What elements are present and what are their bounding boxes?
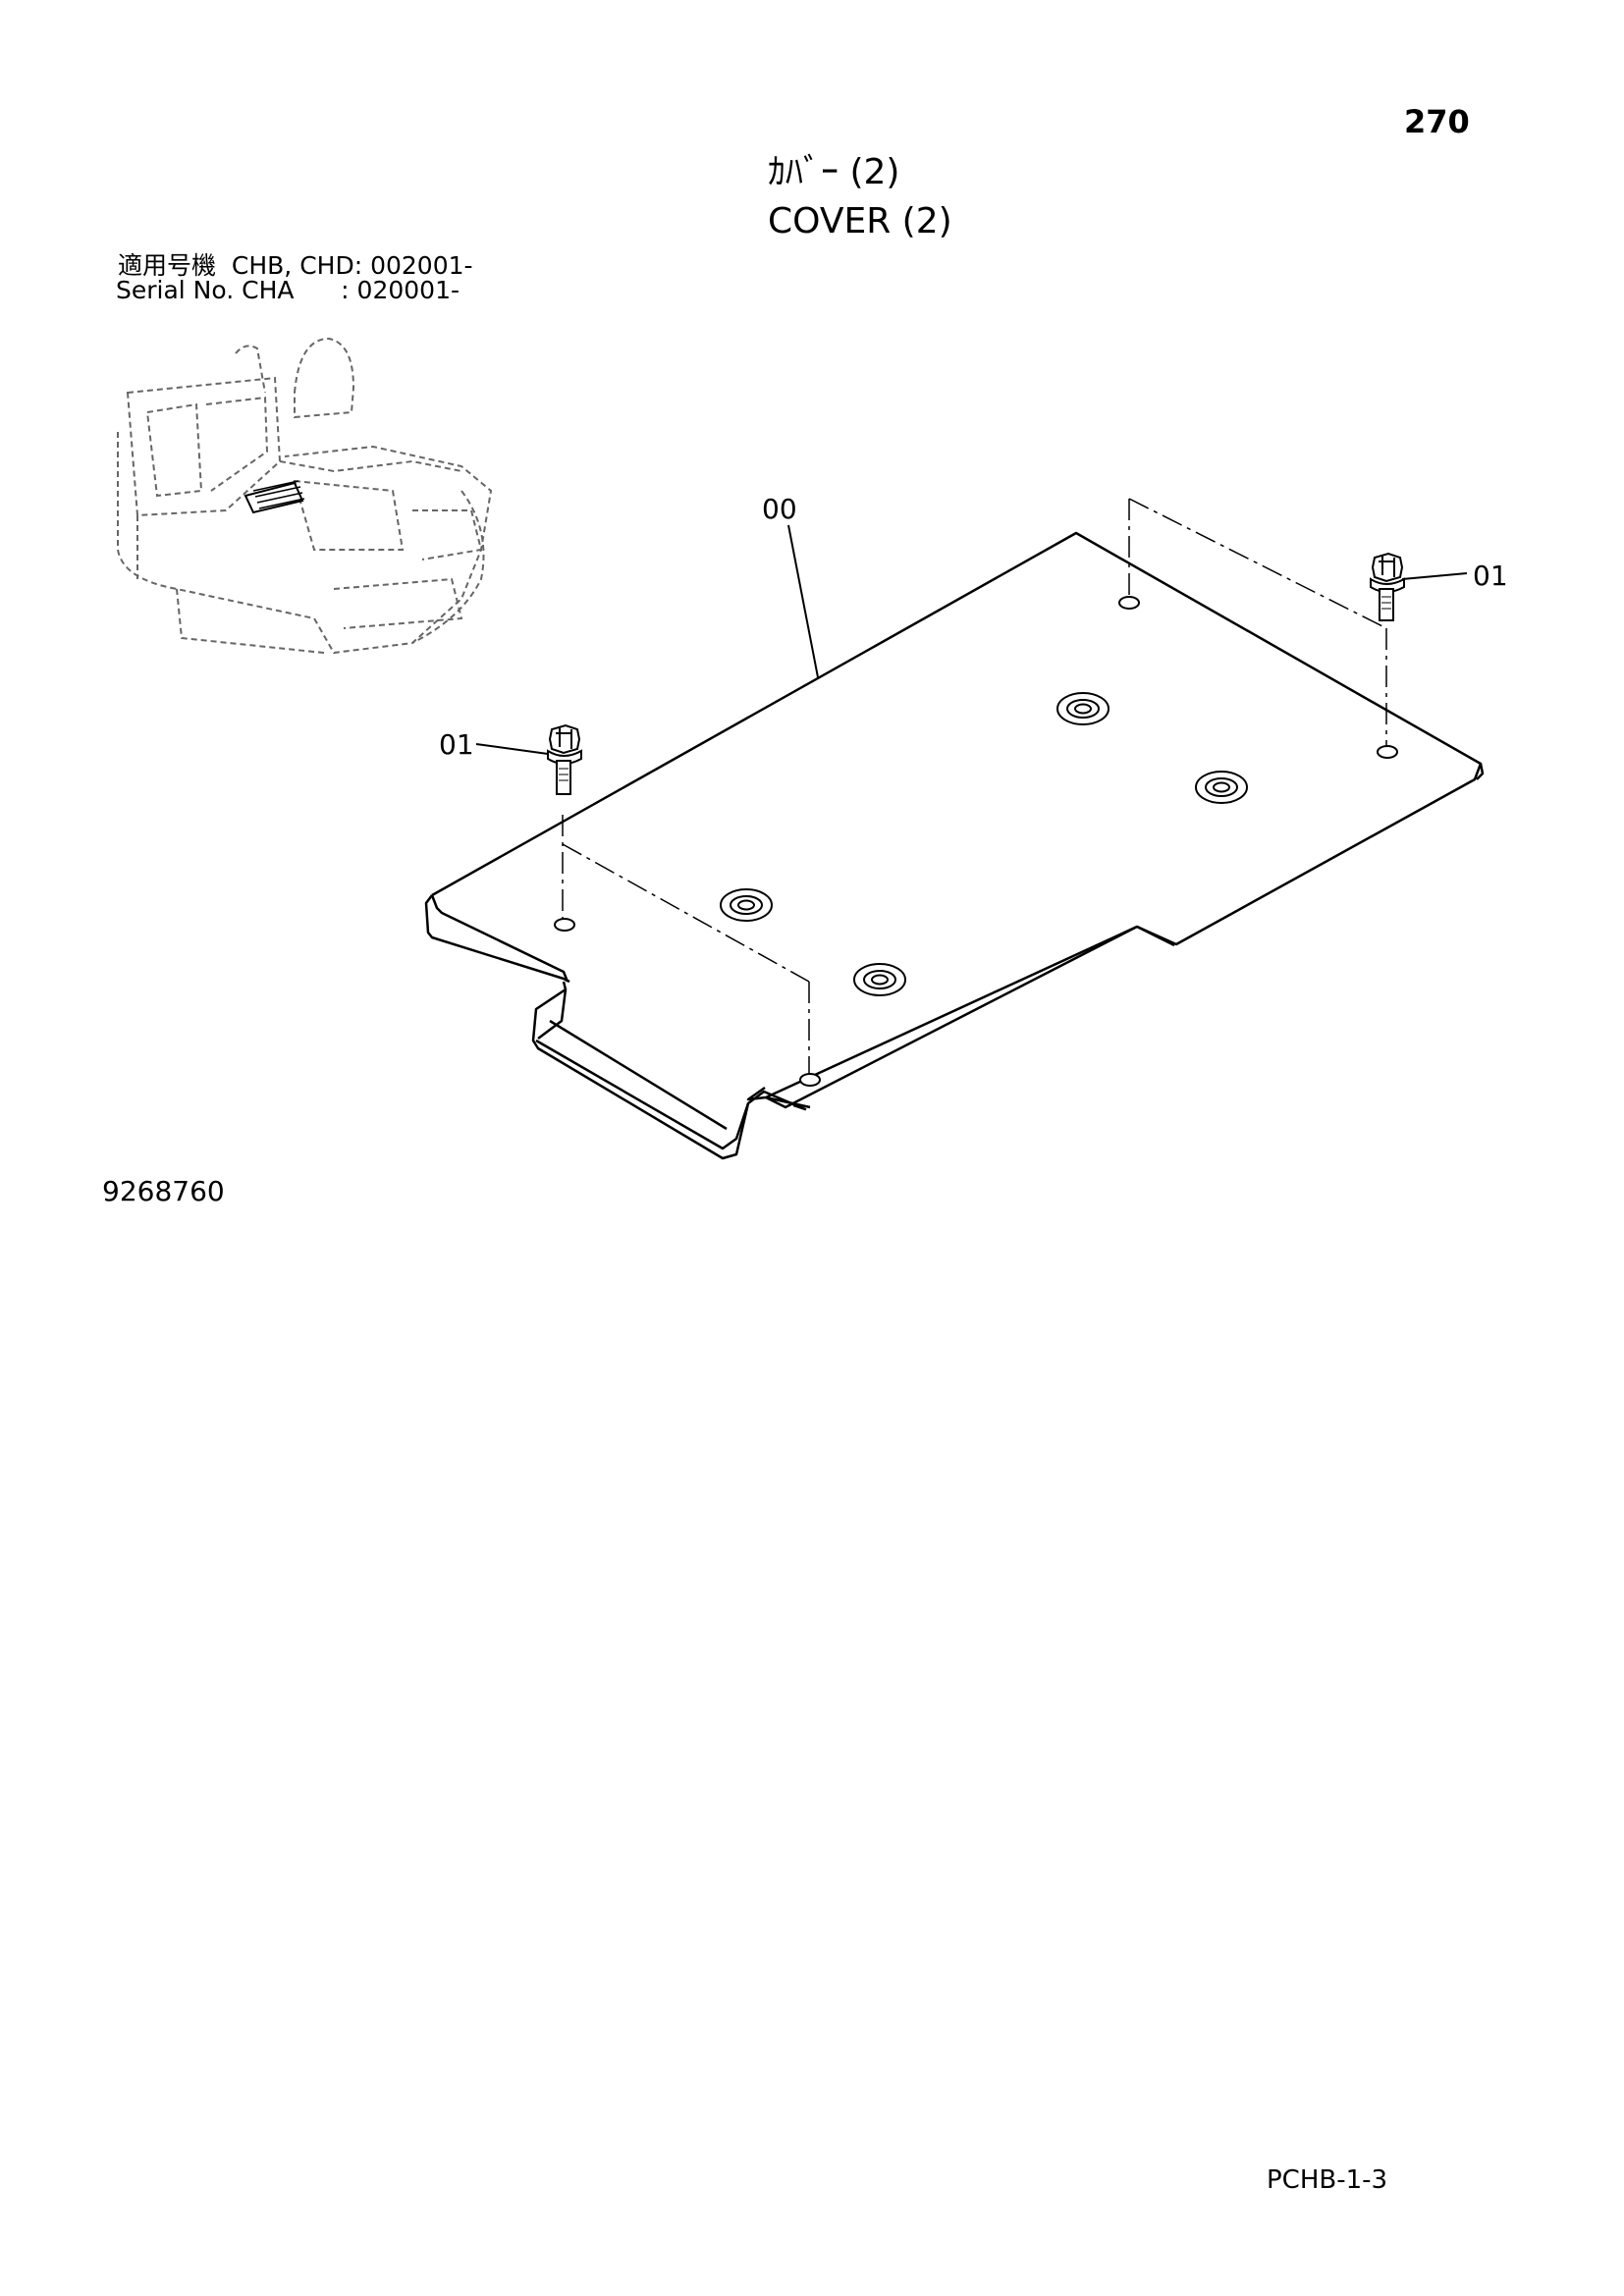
- cover-plate: [424, 531, 1485, 1160]
- callout-cover: 00: [762, 493, 797, 525]
- document-code: PCHB-1-3: [1267, 2165, 1388, 2195]
- callout-bolt-right: 01: [1473, 560, 1508, 592]
- assembly-phantom-lines: [562, 498, 1387, 1074]
- title-japanese: ｶﾊﾞｰ (2): [768, 152, 900, 192]
- mounting-holes: [554, 596, 1398, 1087]
- flange-bolt-right: [1370, 552, 1405, 621]
- thumbnail-cover-highlight: [244, 480, 305, 514]
- serial-applicable-models: 適用号機 CHB, CHD: 002001-: [118, 251, 473, 280]
- excavator-location-thumbnail: [117, 337, 493, 655]
- boss: [853, 963, 906, 996]
- boss: [1195, 771, 1248, 804]
- hole: [1118, 596, 1140, 610]
- cover-plate-edges: [765, 925, 1175, 1109]
- callout-bolt-left: 01: [439, 728, 474, 761]
- leader-lines: [475, 524, 1468, 755]
- hole: [554, 918, 575, 932]
- figure-number: 9268760: [102, 1175, 225, 1207]
- title-english: COVER (2): [768, 201, 952, 241]
- flange-bolt-left: [547, 723, 582, 795]
- hole: [799, 1073, 821, 1087]
- boss: [720, 888, 773, 922]
- serial-number-range: Serial No. CHA : 020001-: [116, 276, 460, 304]
- boss: [1056, 692, 1110, 725]
- page-number: 270: [1404, 103, 1470, 140]
- rubber-bosses: [720, 692, 1248, 996]
- hole: [1377, 745, 1398, 759]
